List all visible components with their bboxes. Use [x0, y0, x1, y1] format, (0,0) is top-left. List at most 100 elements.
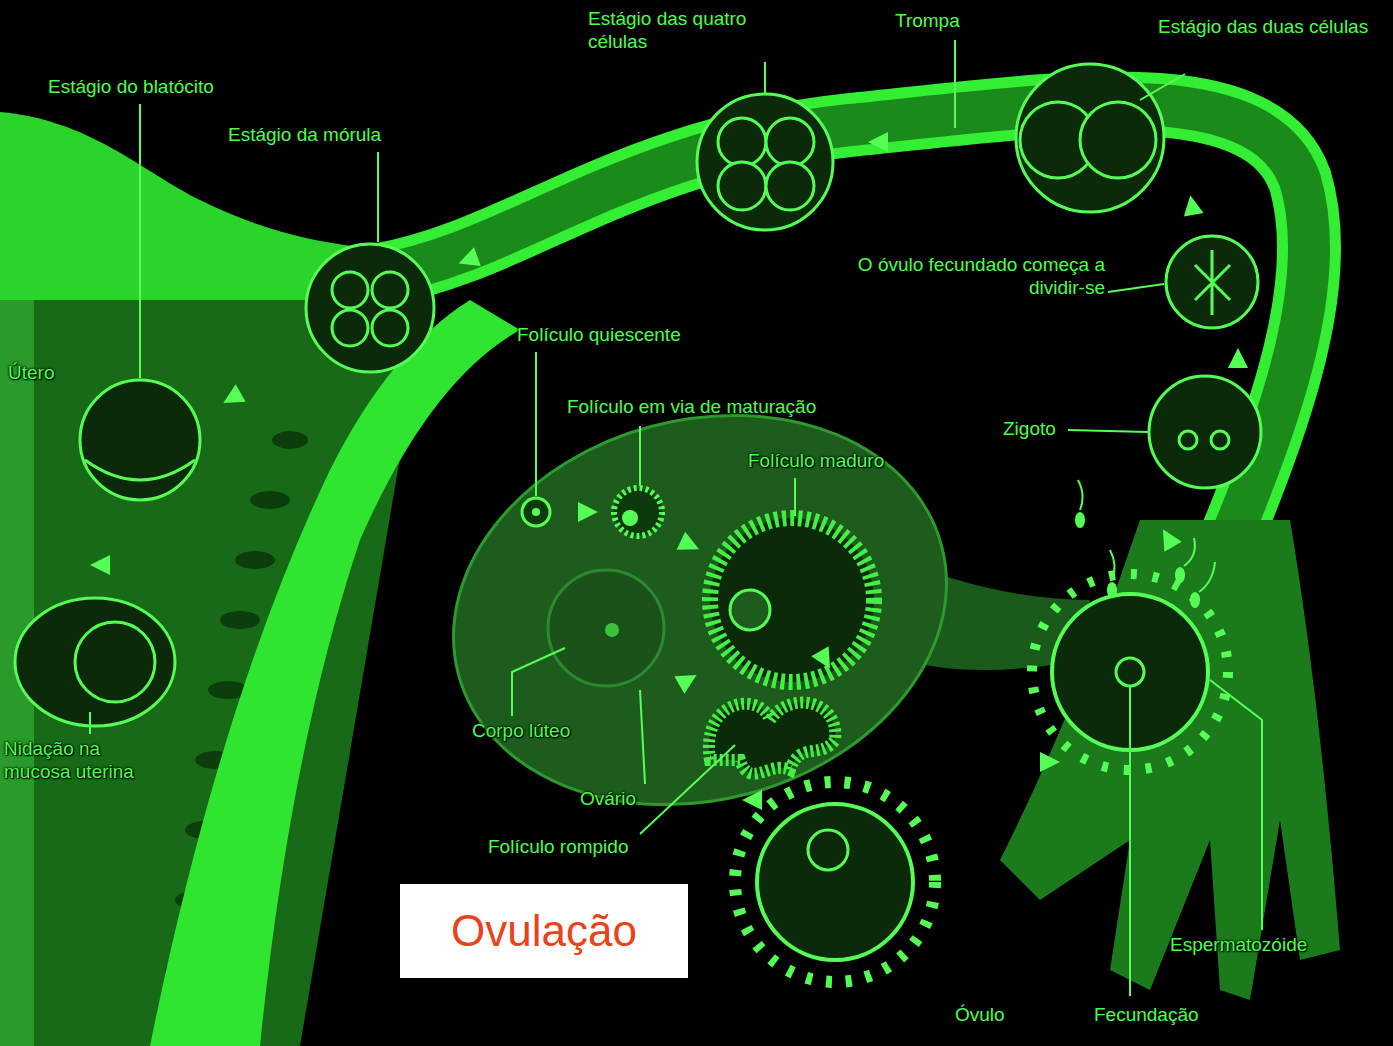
corpus-luteum-core	[605, 623, 619, 637]
blastocyst	[80, 380, 200, 500]
spindle	[1195, 250, 1230, 315]
leader-line	[794, 478, 796, 516]
sperm-tail	[1199, 562, 1215, 592]
mature-follicle	[710, 518, 874, 682]
leader-line	[1129, 686, 1131, 996]
two-cell-embryo	[1016, 64, 1164, 212]
arrowhead	[742, 790, 762, 810]
fimbriae	[1000, 520, 1340, 1000]
mucosa-fold	[250, 491, 290, 509]
callout-label: Folículo quiescente	[517, 324, 681, 347]
arrowhead	[868, 132, 888, 152]
leader-line	[640, 690, 645, 784]
quiescent-follicle	[522, 498, 550, 526]
ruptured-follicle	[709, 703, 835, 774]
blastomere	[1080, 102, 1156, 178]
blastomere	[718, 162, 766, 210]
corona-radiata	[735, 782, 935, 982]
leader-line	[535, 352, 537, 496]
leader-lines	[90, 40, 1262, 996]
follicle-oocyte	[532, 508, 540, 516]
arrowhead	[1180, 193, 1203, 216]
leader-line	[1210, 680, 1262, 930]
callout-label: Corpo lúteo	[472, 720, 570, 743]
blastomere	[372, 272, 408, 308]
leader-line	[954, 40, 956, 128]
callout-label: Trompa	[895, 10, 960, 33]
sperm-head	[1076, 513, 1084, 527]
pronucleus	[1179, 431, 1197, 449]
maturing-follicle	[614, 488, 662, 536]
callout-label: O óvulo fecundado começa a dividir-se	[830, 254, 1105, 300]
arrowhead	[677, 532, 704, 559]
leader-line	[139, 104, 141, 378]
callout-label: Estágio do blatócito	[48, 76, 214, 99]
blastomere	[766, 162, 814, 210]
leader-line	[377, 152, 379, 242]
arrowhead	[1154, 524, 1181, 551]
corpus-luteum	[548, 570, 664, 686]
zygote-cell	[1149, 376, 1261, 488]
arrowhead	[674, 666, 701, 693]
flow-arrows	[90, 132, 1248, 810]
blastomere	[766, 118, 814, 166]
follicle-oocyte	[622, 510, 638, 526]
callout-label: Espermatozóide	[1170, 934, 1307, 957]
leader-line	[89, 712, 91, 734]
blastomere	[718, 118, 766, 166]
callout-label: Folículo em via de maturação	[567, 396, 816, 419]
ovary-shape	[409, 362, 990, 858]
callout-label: Óvulo	[955, 1004, 1005, 1027]
sperm-tail	[1078, 480, 1083, 510]
callout-label: Ovário	[580, 788, 636, 811]
leader-line	[1140, 74, 1185, 100]
implanting-embryo	[15, 598, 175, 726]
sperm-head	[1176, 568, 1184, 582]
arrowhead	[1040, 752, 1060, 772]
ovum-cell	[757, 804, 913, 960]
sperm-tail	[1184, 538, 1195, 566]
arrowhead	[218, 384, 245, 411]
four-cell-embryo	[697, 94, 833, 230]
arrowhead	[455, 247, 481, 273]
callout-label: Fecundação	[1094, 1004, 1199, 1027]
mucosa-fold	[272, 431, 308, 449]
leader-line	[1068, 430, 1148, 432]
blastomere	[372, 310, 408, 346]
arrowhead	[1228, 348, 1248, 368]
egg-nucleus	[1116, 658, 1144, 686]
sperm-head	[1191, 593, 1199, 607]
inner-cell-mass	[85, 460, 195, 480]
arrowhead	[811, 646, 838, 673]
mucosa-fold	[235, 551, 275, 569]
embryo-core	[75, 622, 155, 702]
callout-label: Folículo rompido	[488, 836, 628, 859]
leader-line	[639, 426, 641, 486]
dividing-egg	[1166, 236, 1258, 328]
pronucleus	[1211, 431, 1229, 449]
ovum-nucleus	[808, 830, 848, 870]
arrowhead	[90, 555, 110, 575]
callout-label: Estágio da mórula	[228, 124, 381, 147]
caption-text: Ovulação	[451, 906, 637, 956]
mucosa-fold	[220, 611, 260, 629]
callout-label: Folículo maduro	[748, 450, 884, 473]
sperm-group	[1076, 480, 1215, 607]
callout-label: Estágio das duas células	[1158, 16, 1383, 39]
callout-label: Zigoto	[1003, 418, 1056, 441]
sperm-head	[1108, 583, 1116, 597]
callout-label: Estágio das quatro células	[588, 8, 768, 54]
leader-line	[1108, 284, 1164, 292]
blastomere	[332, 310, 368, 346]
leader-line	[764, 62, 766, 94]
blastomere	[332, 272, 368, 308]
leader-line	[512, 648, 565, 716]
callout-label: Útero	[8, 362, 54, 385]
arrowhead	[578, 502, 598, 522]
caption-box: Ovulação	[400, 884, 688, 978]
follicle-oocyte	[730, 590, 770, 630]
